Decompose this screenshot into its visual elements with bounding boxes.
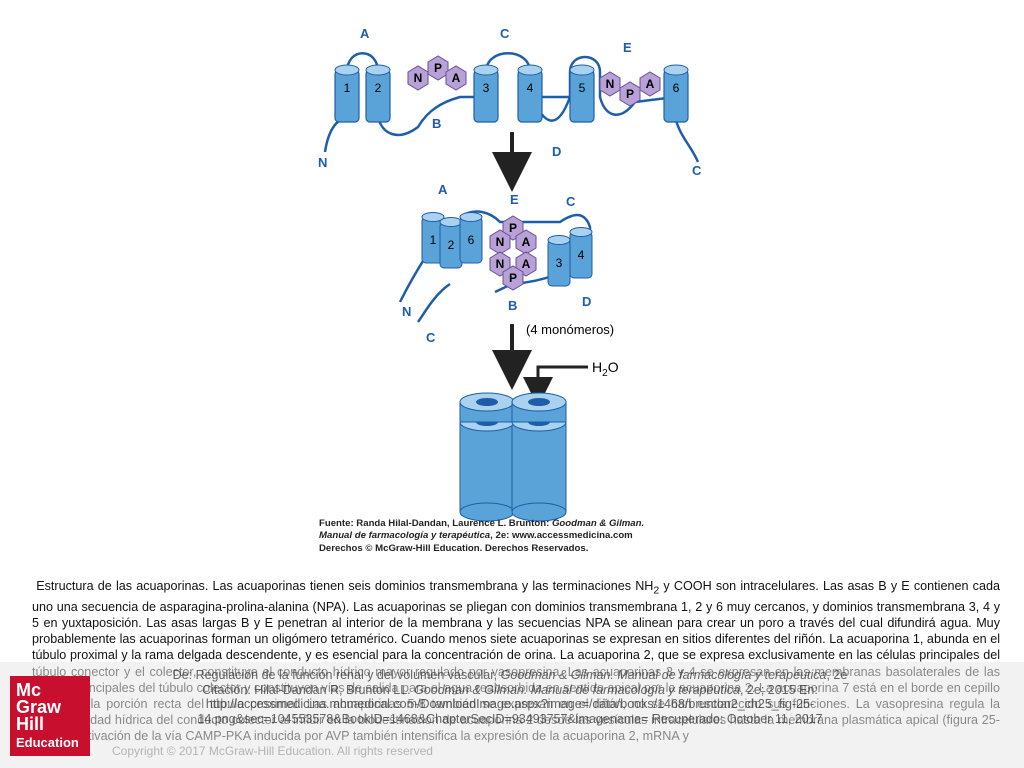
helix-label-6: 6 — [673, 81, 680, 95]
label-loop-a: A — [360, 26, 370, 41]
label-loop-b: B — [432, 116, 441, 131]
label-loop-d: D — [552, 144, 561, 159]
label-water: H2O — [592, 359, 619, 379]
helix-label-2: 2 — [375, 81, 382, 95]
folded-npa-p1: P — [509, 221, 517, 235]
tetramer-cylinders — [459, 392, 567, 522]
npa-label-n1: N — [414, 71, 423, 85]
folded-npa-a2: A — [522, 257, 531, 271]
npa-label-p2: P — [626, 87, 634, 101]
figure-source: Fuente: Randa Hilal-Dandan, Laurence L. … — [319, 518, 645, 554]
npa-label-p1: P — [434, 61, 442, 75]
tetramer-diagram — [459, 392, 567, 522]
folded-label-a: A — [438, 182, 448, 197]
folded-helix-1: 1 — [430, 233, 437, 247]
aquaporin-figure: A C E B D N C 1 2 3 4 5 6 N P A N P A — [300, 22, 710, 567]
citation-url[interactable]: http://accessmedicina.mhmedical.com/Down… — [205, 697, 815, 712]
label-n-terminus: N — [318, 155, 327, 170]
folded-npa — [489, 215, 537, 291]
folded-helix-2: 2 — [448, 238, 455, 252]
folded-npa-a1: A — [522, 235, 531, 249]
mcgraw-hill-logo: Mc Graw Hill Education — [10, 676, 90, 756]
label-c-terminus: C — [692, 163, 702, 178]
folded-helix-4: 4 — [578, 248, 585, 262]
folded-npa-n1: N — [496, 235, 505, 249]
helix-label-1: 1 — [344, 81, 351, 95]
aquaporin-diagram: A C E B D N C 1 2 3 4 5 6 N P A N P A — [318, 26, 702, 407]
folded-label-d: D — [582, 294, 591, 309]
label-loop-c: C — [500, 26, 510, 41]
helix-label-3: 3 — [483, 81, 490, 95]
citation-line: Citación: Hilal-Dandan R, Brunton LL. Go… — [202, 682, 818, 697]
folded-npa-p2: P — [509, 271, 517, 285]
folded-npa-n2: N — [496, 257, 505, 271]
top-helices — [334, 64, 689, 123]
citation-url-continued[interactable]: 14.png&sec=104553578&BookID=1468&Chapter… — [197, 711, 823, 726]
folded-label-cterm: C — [426, 330, 436, 345]
helix-label-4: 4 — [527, 81, 534, 95]
npa-label-a2: A — [646, 77, 655, 91]
npa-label-n2: N — [606, 77, 615, 91]
folded-label-e: E — [510, 192, 519, 207]
copyright-notice: Copyright © 2017 McGraw-Hill Education. … — [112, 744, 433, 758]
citation-overlay — [0, 662, 1024, 768]
folded-label-b: B — [508, 298, 517, 313]
top-npa-e — [599, 71, 661, 107]
folded-label-n: N — [402, 304, 411, 319]
folded-helix-3: 3 — [556, 256, 563, 270]
folded-label-c: C — [566, 194, 576, 209]
label-loop-e: E — [623, 40, 632, 55]
arrow-water — [523, 365, 588, 407]
folded-helices — [421, 212, 593, 287]
folded-helix-6: 6 — [468, 233, 475, 247]
citation-text: De: Regulación de la función renal y del… — [100, 668, 920, 726]
label-four-monomers: (4 monómeros) — [526, 322, 614, 337]
top-npa-b — [407, 55, 467, 91]
citation-source-line: De: Regulación de la función renal y del… — [172, 668, 848, 682]
npa-label-a1: A — [452, 71, 461, 85]
helix-label-5: 5 — [579, 81, 586, 95]
